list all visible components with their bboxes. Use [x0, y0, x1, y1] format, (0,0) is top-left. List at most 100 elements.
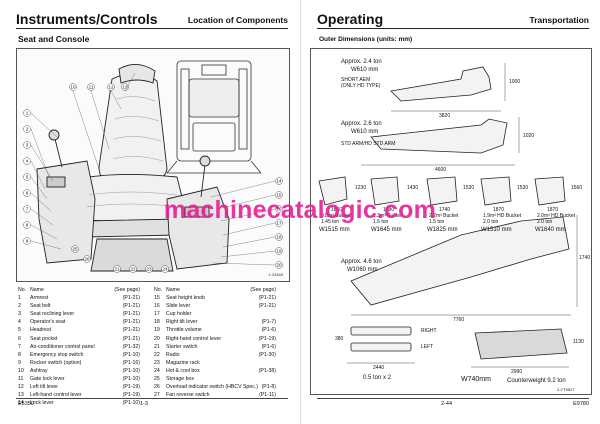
bucket-weight: 2.0 ton: [483, 219, 499, 225]
right-header-rule: [317, 28, 589, 29]
row2-length: 4600: [435, 167, 447, 173]
parts-name: Right-hand control lever: [166, 335, 222, 342]
parts-name: Starter switch: [166, 343, 198, 350]
parts-name: Left tilt lever: [30, 384, 58, 391]
parts-no: 11: [18, 376, 24, 383]
parts-page: (P1-10): [122, 351, 140, 358]
parts-name: Hot & cool box: [166, 367, 200, 374]
bucket-dim-height: 1430: [407, 185, 419, 191]
bucket-capacity: 0.8m³ Bucket: [321, 213, 351, 219]
boom-shape: [350, 216, 570, 306]
parts-no: 19: [154, 327, 160, 334]
bucket-weight: 2.0 ton: [537, 219, 553, 225]
right-subtitle: Outer Dimensions (units: mm): [319, 36, 413, 43]
svg-text:26: 26: [84, 257, 90, 262]
parts-no: 14: [18, 400, 24, 407]
parts-name: Overload indicator switch (HBCV Spec.): [166, 384, 258, 391]
bucket-capacity: 1.9m³ HD Bucket: [483, 213, 522, 219]
bucket-width: W1825 mm: [427, 227, 458, 233]
parts-page: (P1-19): [122, 392, 140, 399]
svg-text:7: 7: [26, 207, 29, 212]
svg-text:2: 2: [26, 127, 29, 132]
parts-page: (P1-21): [122, 311, 140, 318]
svg-text:9: 9: [26, 239, 29, 244]
svg-text:13: 13: [122, 85, 128, 90]
bucket-capacity: 2.0m³ HD Bucket: [537, 213, 576, 219]
parts-page: (P1-21): [122, 319, 140, 326]
operator-seat-drawing: [36, 64, 230, 272]
bucket-capacity: 2.2m³ Bucket: [429, 213, 459, 219]
parts-name: Emergency stop switch: [30, 351, 84, 358]
parts-no: 15: [154, 295, 160, 302]
bucket-weight: 1.45 ton: [321, 219, 340, 225]
parts-no: 23: [154, 359, 160, 366]
parts-name: Seat belt: [30, 303, 51, 310]
right-cylinder-shape: [350, 326, 412, 336]
row2-width: W610 mm: [351, 129, 379, 135]
parts-no: 9: [18, 359, 21, 366]
parts-name: Throttle volume: [166, 327, 202, 334]
parts-page: (P1-11): [259, 392, 276, 399]
boom-width: W1060 mm: [347, 267, 378, 273]
left-footer-rule: [16, 398, 288, 399]
svg-text:19: 19: [276, 249, 282, 254]
parts-no: 8: [18, 351, 21, 358]
svg-text:5: 5: [26, 175, 29, 180]
bucket-weight: 1.5 ton: [429, 219, 445, 225]
left-section-title: Location of Components: [187, 15, 288, 25]
parts-page: (P1-21): [122, 303, 140, 310]
bucket-width: W1510 mm: [481, 227, 512, 233]
parts-row: 17 Cup holder: [154, 310, 276, 318]
row2-weight: Approx. 2.6 ton: [341, 121, 382, 127]
parts-name: Seat height knob: [166, 295, 205, 302]
svg-text:23: 23: [146, 267, 152, 272]
row1-width: W610 mm: [351, 67, 379, 73]
parts-no: 22: [154, 351, 160, 358]
parts-row: 8 Emergency stop switch (P1-10): [18, 351, 140, 359]
header-no: No.: [18, 287, 27, 293]
cylinder-height: 380: [335, 336, 344, 342]
parts-name: Armrest: [30, 295, 49, 302]
svg-text:15: 15: [276, 193, 282, 198]
std-arm-shape: [370, 118, 508, 154]
right-header: Operating Transportation: [317, 5, 589, 27]
parts-name: Cup holder: [166, 311, 192, 318]
right-cylinder-label: RIGHT: [421, 328, 437, 334]
parts-page: (P1-21): [258, 303, 276, 310]
parts-no: 2: [18, 303, 21, 310]
parts-no: 16: [154, 303, 160, 310]
header-page: (See page): [114, 287, 140, 293]
parts-no: 17: [154, 311, 160, 318]
parts-page: [248, 359, 276, 367]
parts-page: (P1-6): [261, 327, 276, 334]
parts-page: [248, 375, 276, 383]
left-page: Instruments/Controls Location of Compone…: [16, 11, 290, 407]
right-footer-model: E9780: [573, 401, 589, 407]
parts-name: Slide lever: [166, 303, 191, 310]
parts-page: (P1-38): [258, 367, 276, 374]
left-cylinder-shape: [350, 342, 412, 352]
parts-page: (P1-16): [122, 359, 140, 366]
dimensions-drawing: [318, 63, 578, 368]
svg-text:11: 11: [89, 85, 94, 90]
parts-page: (P1-7): [261, 319, 276, 326]
parts-name: Seat pocket: [30, 335, 58, 342]
parts-name: Operator's seat: [30, 319, 66, 326]
svg-text:17: 17: [276, 221, 282, 226]
right-footer-page: 2-44: [441, 401, 453, 407]
parts-no: 10: [18, 367, 24, 374]
